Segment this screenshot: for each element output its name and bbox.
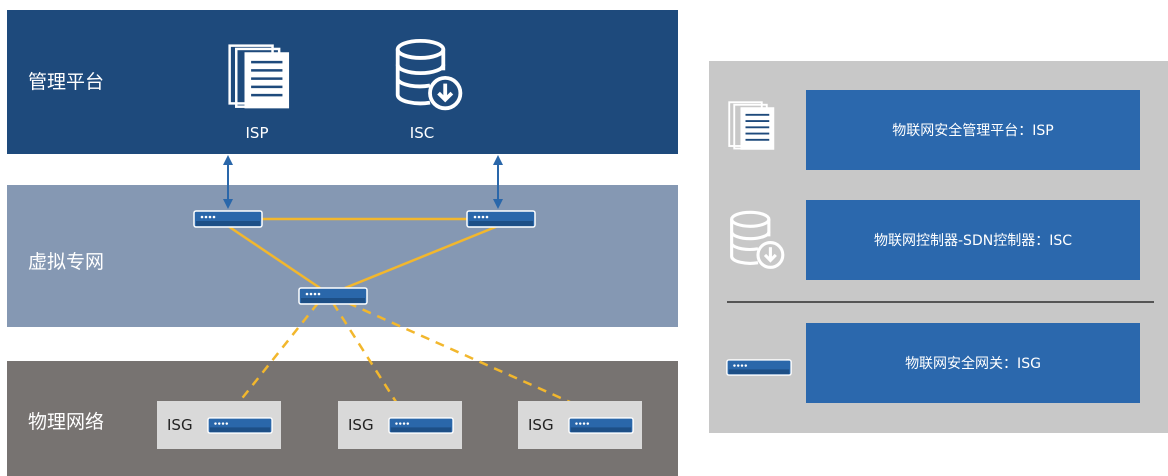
- legend-isg-box: 物联网安全网关：ISG: [806, 323, 1140, 403]
- management-layer: [7, 10, 678, 154]
- legend-isp-document-stack-icon: [728, 95, 778, 157]
- isg-label: ISG: [348, 416, 374, 434]
- isp-caption: ISP: [245, 124, 269, 142]
- isg-switch-icon: [568, 417, 634, 434]
- legend-divider: [727, 301, 1154, 303]
- vpn-link-left: [227, 224, 321, 290]
- vpn-layer-label: 虚拟专网: [28, 251, 105, 273]
- isg-box-3: ISG: [518, 401, 642, 449]
- vpn-switch-center-icon: [298, 287, 368, 305]
- legend-isg-switch-icon: [725, 359, 793, 376]
- isg-box-1: ISG: [157, 401, 281, 449]
- vpn-switch-left-icon: [193, 210, 263, 228]
- management-layer-label: 管理平台: [28, 71, 105, 93]
- isg-label: ISG: [528, 416, 554, 434]
- isg-label: ISG: [167, 416, 193, 434]
- physical-layer-label: 物理网络: [28, 411, 105, 433]
- isg-box-2: ISG: [338, 401, 462, 449]
- isg-switch-icon: [207, 417, 273, 434]
- legend-isp-box: 物联网安全管理平台：ISP: [806, 90, 1140, 170]
- legend-isc-box: 物联网控制器-SDN控制器：ISC: [806, 200, 1140, 280]
- isc-caption: ISC: [409, 124, 435, 142]
- isg-switch-icon: [388, 417, 454, 434]
- isg-link-2: [331, 302, 407, 417]
- legend-isc-database-download-icon: [727, 210, 789, 272]
- isg-link-1: [227, 302, 319, 417]
- vpn-switch-right-icon: [466, 210, 536, 228]
- vpn-link-right: [344, 224, 499, 290]
- isg-link-3: [347, 301, 591, 413]
